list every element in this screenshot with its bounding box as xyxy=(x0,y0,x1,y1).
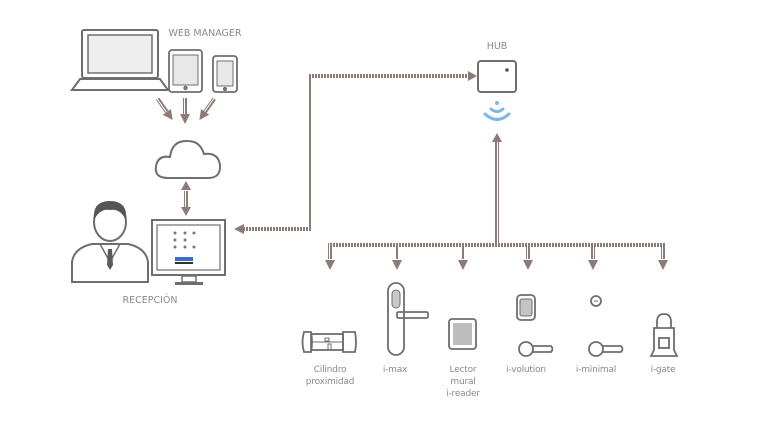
i-minimal-lock-icon xyxy=(588,295,624,357)
cloud-icon xyxy=(154,139,222,179)
hub-icon xyxy=(477,60,517,93)
hub-bus-arrow xyxy=(492,133,502,244)
device-drop-arrows xyxy=(325,247,668,270)
drop-line-3 xyxy=(461,247,465,259)
drop-arrow-1 xyxy=(325,260,335,270)
i-volution-lock-icon xyxy=(516,294,554,357)
drop-line-4 xyxy=(526,247,530,259)
arrows-to-cloud xyxy=(156,97,216,124)
laptop-icon xyxy=(70,29,170,91)
drop-line-2 xyxy=(395,247,399,259)
tablet-icon xyxy=(168,49,203,93)
drop-arrow-4 xyxy=(523,260,533,270)
drop-line-1 xyxy=(328,247,332,259)
web-manager-label: WEB MANAGER xyxy=(168,28,242,39)
reception-monitor-icon xyxy=(151,219,226,285)
wifi-icon xyxy=(483,101,511,121)
monitor-hub-connector xyxy=(234,71,477,234)
phone-icon xyxy=(212,55,238,93)
padlock-icon xyxy=(649,313,679,357)
device-label-i-volution: i-volution xyxy=(506,365,546,375)
cylinder-icon xyxy=(301,331,357,353)
wall-reader-icon xyxy=(448,318,477,350)
device-label-i-reader: Lector mural i-reader xyxy=(446,365,480,399)
drop-line-6 xyxy=(661,247,665,259)
device-label-i-gate: i-gate xyxy=(650,365,676,375)
device-label-cylinder: Cilindro proximidad xyxy=(305,365,355,387)
drop-arrow-6 xyxy=(658,260,668,270)
cloud-monitor-arrow xyxy=(181,181,191,216)
hub-label: HUB xyxy=(486,41,508,52)
i-max-lock-icon xyxy=(387,282,429,356)
drop-arrow-5 xyxy=(588,260,598,270)
drop-arrow-2 xyxy=(392,260,402,270)
reception-label: RECEPCIÓN xyxy=(122,295,178,306)
drop-arrow-3 xyxy=(458,260,468,270)
device-label-i-minimal: i-minimal xyxy=(575,365,617,375)
receptionist-icon xyxy=(71,201,149,283)
drop-line-5 xyxy=(591,247,595,259)
device-label-i-max: i-max xyxy=(382,365,408,375)
device-bus-line xyxy=(328,243,665,247)
